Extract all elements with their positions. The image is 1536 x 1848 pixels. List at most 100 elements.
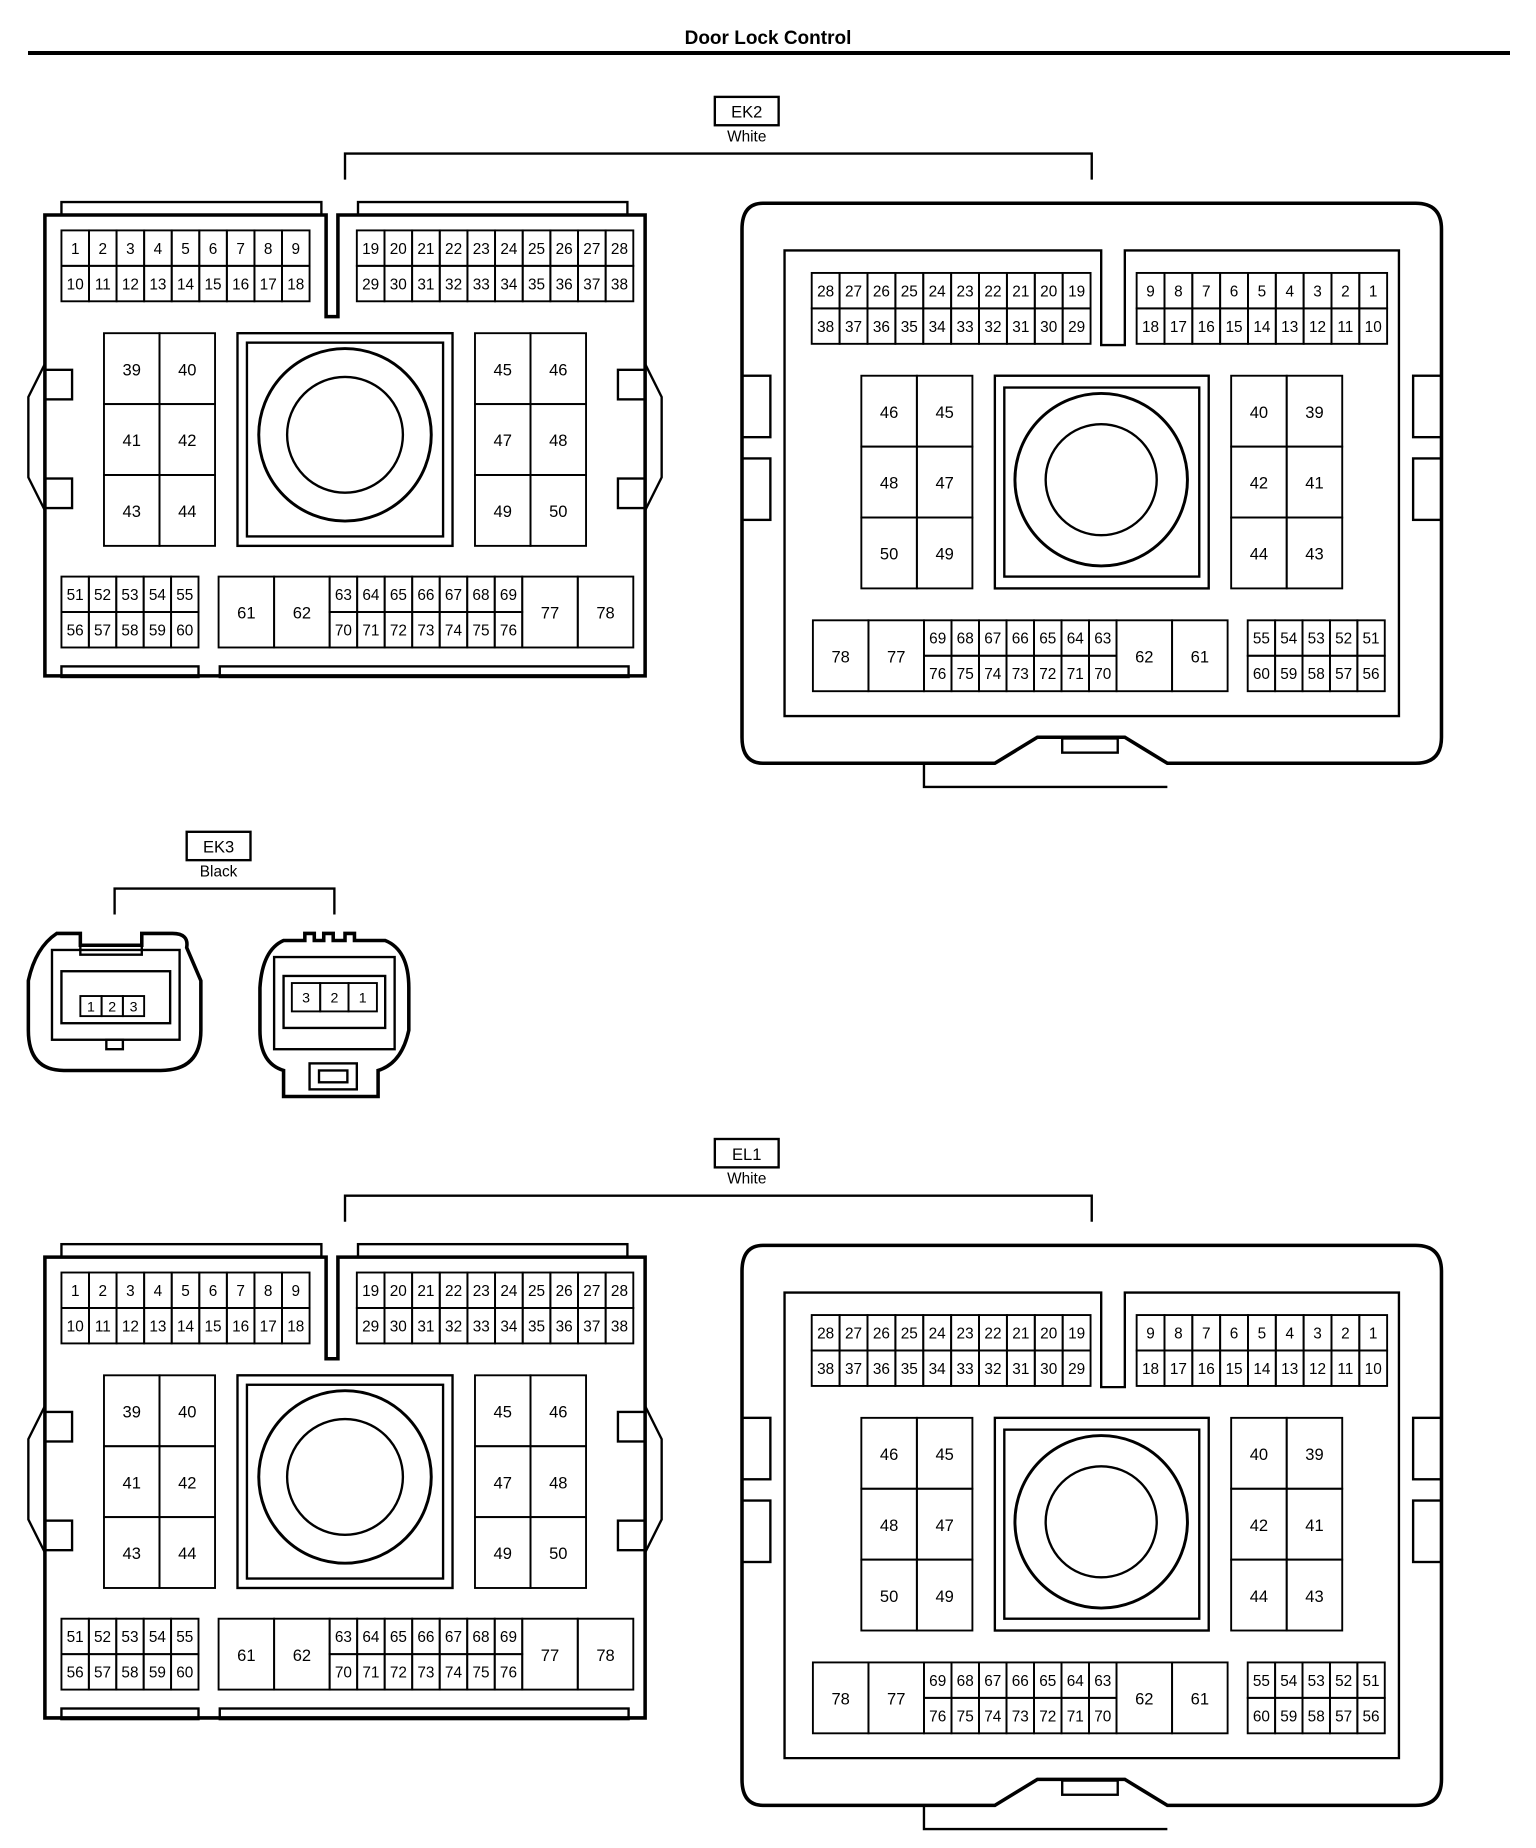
pin-label: 41	[1305, 474, 1323, 493]
pin-label: 28	[817, 1325, 834, 1342]
pin-label: 10	[67, 276, 84, 293]
pin-label: 20	[1040, 283, 1057, 300]
connector-id: EL1	[732, 1145, 761, 1164]
pin-label: 19	[362, 1283, 379, 1300]
side-latch	[644, 363, 663, 511]
pin-label: 57	[1335, 1708, 1352, 1725]
pin-label: 43	[1305, 1587, 1323, 1606]
pin-label: 26	[873, 1325, 890, 1342]
housing-lip	[218, 665, 630, 679]
pin-label: 10	[1365, 1361, 1382, 1378]
pin-label: 3	[1313, 1325, 1322, 1342]
pin-label: 15	[205, 276, 222, 293]
pin-label: 16	[1198, 319, 1215, 336]
pin-label: 62	[293, 604, 311, 623]
center-socket-ring	[285, 375, 405, 494]
pin-label: 59	[149, 1665, 166, 1682]
pin-label: 26	[556, 1283, 573, 1300]
pin-label: 37	[583, 1318, 600, 1335]
pin-label: 48	[549, 431, 567, 450]
pin-label: 39	[123, 1402, 141, 1421]
pin-label: 13	[1281, 319, 1298, 336]
pin-label: 18	[1142, 1361, 1159, 1378]
pin-label: 48	[549, 1473, 567, 1492]
pin-label: 78	[831, 647, 849, 666]
pin-label: 35	[528, 1318, 545, 1335]
pin-label: 28	[611, 241, 628, 258]
pin-label: 73	[1012, 666, 1029, 683]
pin-cell	[529, 474, 587, 547]
pin-label: 69	[500, 587, 517, 604]
pin-label: 17	[260, 1318, 277, 1335]
housing-lip	[356, 200, 629, 217]
pin-label: 21	[417, 241, 434, 258]
pin-label: 32	[984, 1361, 1001, 1378]
pin-label: 64	[362, 1629, 380, 1646]
pin-label: 2	[99, 241, 108, 258]
pin-label: 72	[390, 622, 407, 639]
pin-label: 65	[1039, 1673, 1056, 1690]
pin-label: 51	[67, 587, 84, 604]
pin-label: 19	[1068, 1325, 1085, 1342]
pin-label: 62	[293, 1646, 311, 1665]
pin-label: 62	[1135, 647, 1153, 666]
pin-label: 22	[445, 1283, 462, 1300]
pin-label: 38	[611, 276, 628, 293]
pin-label: 17	[1170, 319, 1187, 336]
pin-label: 74	[445, 1665, 463, 1682]
pin-label: 47	[935, 474, 953, 493]
pin-label: 76	[929, 666, 946, 683]
pin-label: 56	[1363, 1708, 1380, 1725]
pin-label: 72	[390, 1665, 407, 1682]
pin-cell	[1061, 307, 1092, 345]
pin-label: 34	[929, 319, 947, 336]
pin-label: 7	[1202, 283, 1211, 300]
pin-label: 40	[178, 1402, 196, 1421]
housing-lip	[60, 1707, 200, 1721]
pin-label: 3	[1313, 283, 1322, 300]
connector-id: EK3	[203, 838, 234, 857]
pin-label: 44	[1250, 1587, 1268, 1606]
inner-frame	[50, 948, 181, 1041]
pin-label: 39	[1305, 403, 1323, 422]
pin-label: 12	[1309, 319, 1326, 336]
center-socket-ring	[1044, 422, 1158, 537]
inner-frame	[783, 1291, 1401, 1760]
center-socket-frame	[236, 332, 454, 548]
side-latch	[1411, 374, 1443, 439]
pin-label: 24	[929, 1325, 947, 1342]
pin-label: 63	[335, 1629, 352, 1646]
pin-label: 4	[154, 1283, 163, 1300]
pin-label: 2	[1341, 283, 1350, 300]
pin-label: 2	[108, 999, 116, 1015]
center-tab	[1061, 737, 1119, 754]
pin-label: 32	[445, 276, 462, 293]
pin-label: 33	[473, 1318, 490, 1335]
side-latch	[616, 368, 647, 401]
pin-label: 15	[205, 1318, 222, 1335]
housing-bottom-lip	[922, 763, 1168, 789]
pin-label: 41	[123, 1473, 141, 1492]
pin-label: 19	[1068, 283, 1085, 300]
pin-label: 12	[1309, 1361, 1326, 1378]
pin-label: 46	[549, 1402, 567, 1421]
pin-cell	[604, 1307, 635, 1345]
pin-label: 51	[1363, 1673, 1380, 1690]
pin-label: 1	[71, 1283, 80, 1300]
pin-label: 59	[149, 622, 166, 639]
pin-label: 18	[287, 276, 304, 293]
pin-label: 67	[445, 587, 462, 604]
pin-label: 24	[500, 1283, 518, 1300]
pin-label: 14	[1253, 319, 1271, 336]
pin-label: 52	[94, 587, 111, 604]
pin-label: 73	[1012, 1708, 1029, 1725]
pin-label: 50	[880, 545, 898, 564]
